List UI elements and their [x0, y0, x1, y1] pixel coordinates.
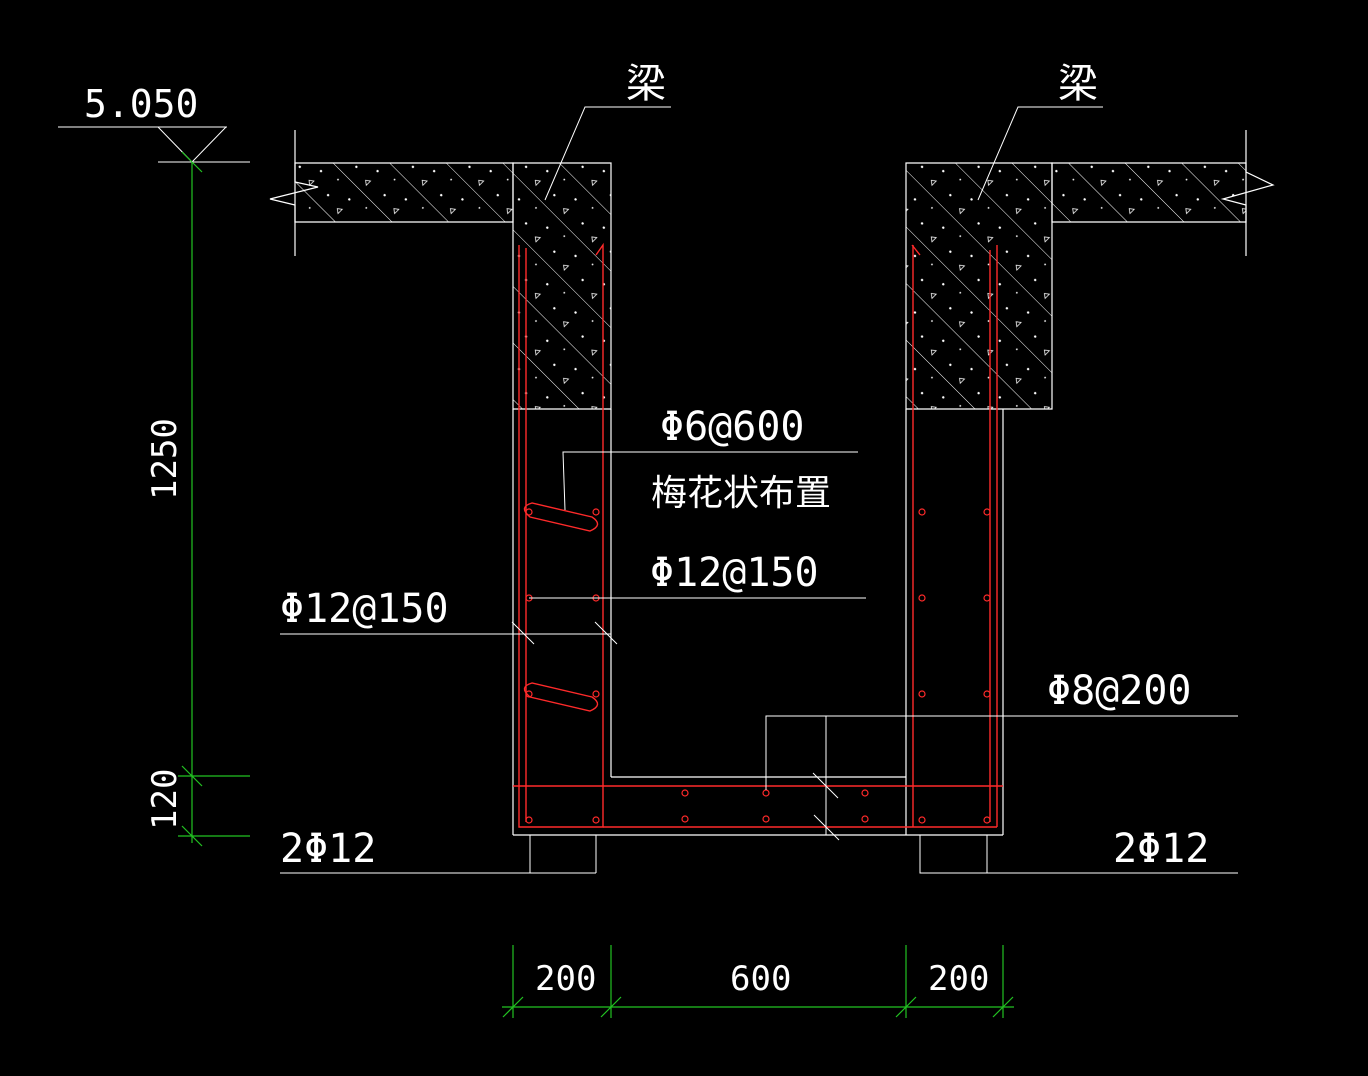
corner-bars-right-label: 2Φ12	[1113, 826, 1209, 872]
concrete-left	[269, 130, 612, 410]
dim-height-slab: 120	[145, 769, 185, 830]
tie-spec-label: Φ6@600	[660, 404, 805, 450]
corner-bars-left-label: 2Φ12	[280, 826, 376, 872]
dimensions	[178, 151, 1014, 1018]
dim-width-mid: 600	[730, 959, 791, 999]
rebar-dots	[525, 508, 991, 824]
beam-label-right: 梁	[1058, 61, 1098, 107]
outer-rebar-label: Φ12@150	[280, 586, 449, 632]
dim-height-wall: 1250	[145, 418, 185, 500]
rebar-group	[513, 242, 1003, 828]
leader-lines	[58, 106, 1238, 874]
tie-note-label: 梅花状布置	[651, 473, 831, 514]
dim-width-right: 200	[928, 959, 989, 999]
inner-rebar-label: Φ12@150	[650, 550, 819, 596]
concrete-right	[905, 130, 1275, 410]
elevation-label: 5.050	[84, 82, 198, 126]
dim-width-left: 200	[535, 959, 596, 999]
bottom-rebar-label: Φ8@200	[1047, 668, 1192, 714]
beam-label-left: 梁	[626, 61, 666, 107]
trough-outline	[512, 409, 1004, 836]
